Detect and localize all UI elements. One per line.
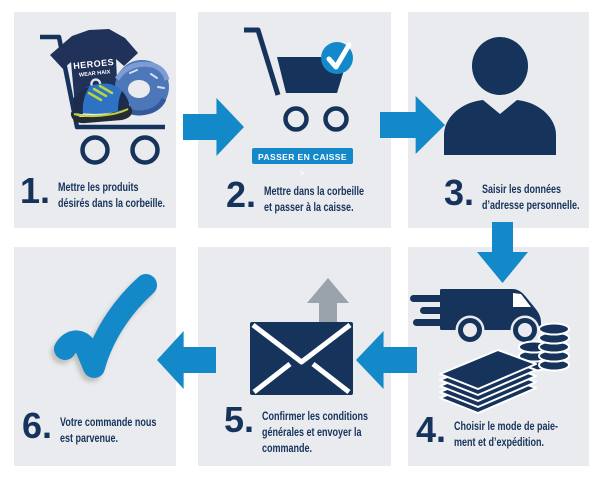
step-number: 5. bbox=[224, 399, 255, 440]
step-text-line: commande. bbox=[262, 441, 313, 455]
step-number: 1. bbox=[20, 170, 51, 211]
cart-wheel-icon bbox=[130, 135, 160, 165]
van-wheel-icon bbox=[513, 318, 537, 342]
big-checkmark-icon bbox=[54, 274, 157, 378]
step-6-caption: 6. Votre commande nous est parvenue. bbox=[22, 405, 189, 446]
step-text-line: désirés dans la corbeille. bbox=[58, 196, 166, 210]
step-3-caption: 3. Saisir les données d’adresse personne… bbox=[444, 172, 601, 213]
step-text-line: Mettre dans la corbeille bbox=[264, 184, 365, 198]
sneaker-graphic bbox=[70, 83, 133, 124]
step-text-line: d’adresse personnelle. bbox=[482, 198, 580, 212]
flow-arrow-down-icon bbox=[477, 222, 528, 283]
cart-wheel-icon bbox=[323, 106, 349, 132]
envelope-send-icon bbox=[250, 278, 353, 395]
check-circle-icon bbox=[321, 42, 353, 74]
step-text-line: et passer à la caisse. bbox=[264, 200, 354, 214]
step-2-caption: 2. Mettre dans la corbeille et passer à … bbox=[226, 174, 397, 215]
van-windshield bbox=[513, 293, 531, 307]
step-1-caption: 1. Mettre les produits désirés dans la c… bbox=[20, 170, 201, 211]
banknote-stack bbox=[439, 349, 537, 414]
step-number: 2. bbox=[226, 174, 257, 215]
cart-wheel-icon bbox=[283, 106, 309, 132]
step-4-caption: 4. Choisir le mode de paie- ment et d’ex… bbox=[416, 409, 593, 450]
step-number: 6. bbox=[22, 405, 53, 446]
step-text-line: Votre commande nous bbox=[60, 415, 157, 429]
shirt-print-line-2: WEAR HAIX bbox=[79, 69, 111, 78]
cart-wheel-icon bbox=[80, 135, 110, 165]
step-text-line: Confirmer les conditions bbox=[262, 409, 369, 423]
person-body bbox=[444, 100, 556, 155]
shopping-cart-with-products-icon: HEROES WEAR HAIX bbox=[40, 29, 170, 165]
delivery-van bbox=[440, 289, 541, 342]
flow-arrow-left-icon bbox=[356, 331, 417, 389]
shopping-cart-checked-icon bbox=[244, 27, 353, 132]
van-wheel-icon bbox=[458, 318, 482, 342]
flow-arrow-right-icon bbox=[380, 96, 445, 154]
step-text-line: ment et d’expédition. bbox=[454, 435, 545, 449]
shirt-print-line-1: HEROES bbox=[73, 57, 115, 71]
step-number: 3. bbox=[444, 172, 475, 213]
step-number: 4. bbox=[416, 409, 447, 450]
step-6-panel: 6. Votre commande nous est parvenue. bbox=[14, 247, 176, 466]
step-1-panel: HEROES WEAR HAIX bbox=[14, 12, 176, 228]
step-text-line: Saisir les données bbox=[482, 182, 562, 196]
person-head bbox=[472, 37, 528, 95]
flow-arrow-right-icon bbox=[183, 98, 244, 156]
person-icon bbox=[444, 37, 556, 155]
step-4-panel: 4. Choisir le mode de paie- ment et d’ex… bbox=[408, 247, 589, 466]
coin-stack-right bbox=[538, 322, 570, 372]
step-text-line: est parvenue. bbox=[60, 431, 119, 445]
step-text-line: Choisir le mode de paie- bbox=[454, 419, 559, 433]
passer-en-caisse-button[interactable]: PASSER EN CAISSE > bbox=[252, 148, 353, 178]
step-5-panel: 5. Confirmer les conditions générales et… bbox=[198, 247, 391, 466]
step-text-line: Mettre les produits bbox=[58, 180, 139, 194]
flow-arrow-left-icon bbox=[157, 331, 216, 389]
cart-handle bbox=[244, 27, 281, 96]
delivery-van-and-money-icon bbox=[410, 289, 570, 414]
step-text-line: générales et envoyer la bbox=[262, 425, 362, 439]
cart-outline bbox=[40, 34, 165, 130]
step-5-caption: 5. Confirmer les conditions générales et… bbox=[224, 399, 403, 456]
envelope-icon bbox=[250, 322, 353, 395]
